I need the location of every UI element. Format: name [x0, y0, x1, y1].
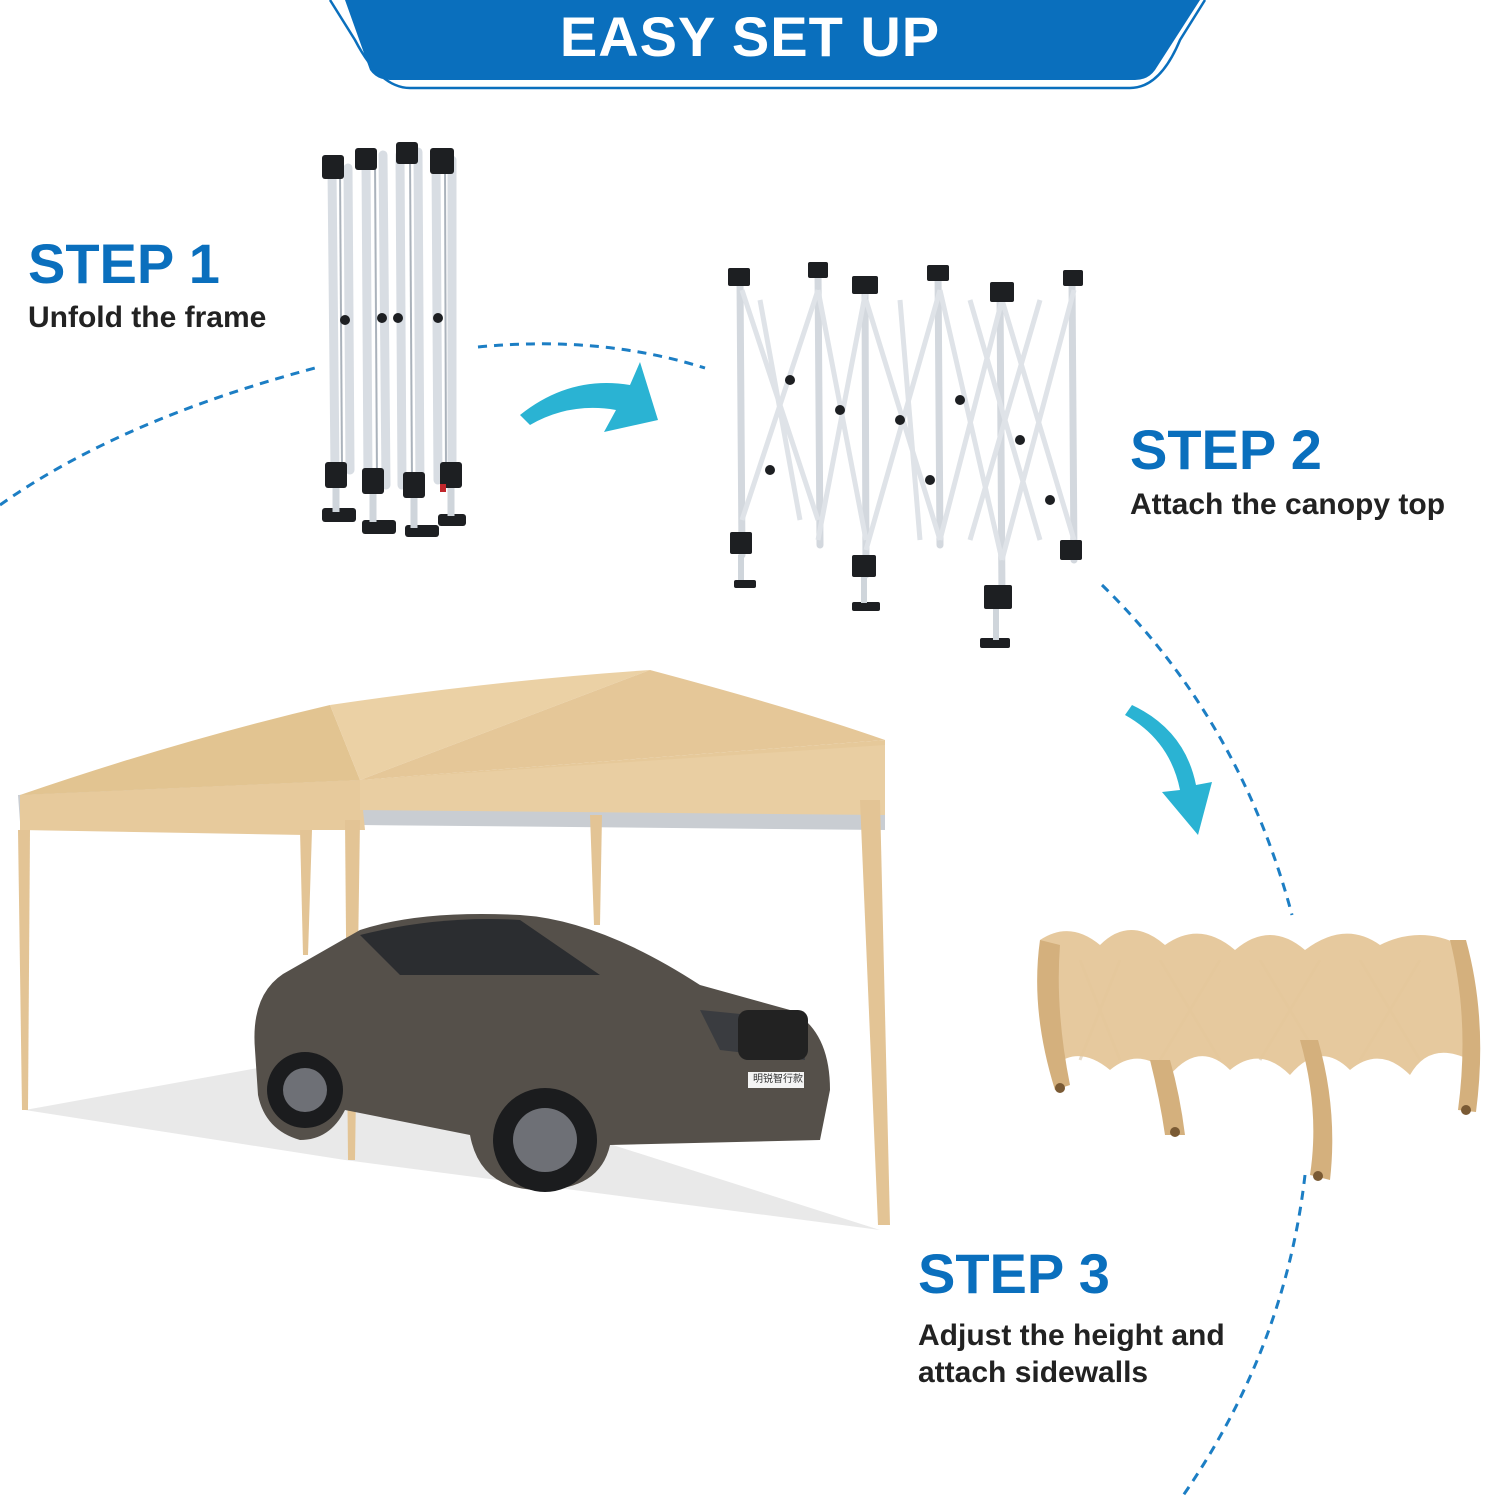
dashed-guide-top	[477, 342, 706, 370]
curved-arrow-icon	[520, 362, 658, 432]
step-3-title: STEP 3	[918, 1242, 1110, 1305]
banner-shape	[345, 0, 1200, 80]
step-3-text-line-2: attach sidewalls	[918, 1356, 1149, 1389]
banner-outline	[328, 0, 1207, 90]
step-2-title: STEP 2	[1130, 418, 1322, 481]
step-1-title: STEP 1	[28, 232, 220, 295]
license-plate: 明锐智行款	[753, 1074, 803, 1085]
dashed-guide-bottom	[1178, 1174, 1307, 1500]
dashed-guide-left	[0, 366, 316, 507]
step-2-text: Attach the canopy top	[1130, 488, 1446, 521]
page-title: EASY SET UP	[559, 5, 941, 68]
dashed-guide-right	[1100, 583, 1294, 916]
step-1-text: Unfold the frame	[28, 301, 267, 334]
curved-arrow-down-icon	[1125, 705, 1212, 835]
step-3-text-line-1: Adjust the height and	[918, 1319, 1225, 1352]
